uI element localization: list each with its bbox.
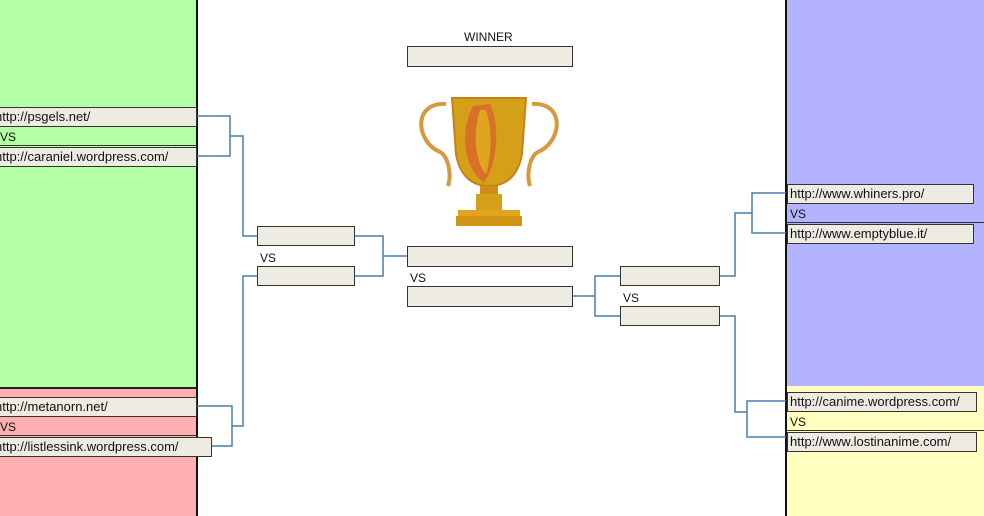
right-match2-divider <box>787 430 984 431</box>
right-divider <box>785 0 787 516</box>
left-match1-vs: VS <box>0 130 17 144</box>
right-match2-vs: VS <box>790 415 807 429</box>
right-match1-top-slot[interactable]: http://www.whiners.pro/ <box>787 184 974 204</box>
left-semi-top-slot[interactable] <box>257 226 355 246</box>
winner-slot[interactable] <box>407 46 573 67</box>
right-match2-bottom-slot[interactable]: http://www.lostinanime.com/ <box>787 432 977 452</box>
right-semi-bottom-slot[interactable] <box>620 306 720 326</box>
right-match2-top-slot[interactable]: http://canime.wordpress.com/ <box>787 392 977 412</box>
right-match1-bottom-slot[interactable]: http://www.emptyblue.it/ <box>787 224 974 244</box>
final-bottom-slot[interactable] <box>407 286 573 307</box>
left-match1-divider <box>0 145 197 146</box>
winner-label: WINNER <box>464 30 513 44</box>
final-vs: VS <box>410 271 427 285</box>
right-match1-vs: VS <box>790 207 807 221</box>
left-match1-bottom-slot[interactable]: http://caraniel.wordpress.com/ <box>0 147 197 167</box>
left-match2-top-slot[interactable]: http://metanorn.net/ <box>0 397 197 417</box>
left-divider <box>196 0 198 516</box>
right-semi-top-slot[interactable] <box>620 266 720 286</box>
left-panel-separator <box>0 387 197 389</box>
left-match2-bottom-slot[interactable]: http://listlessink.wordpress.com/ <box>0 437 212 457</box>
right-match1-divider <box>787 222 984 223</box>
left-match1-top-slot[interactable]: http://psgels.net/ <box>0 107 197 127</box>
left-semi-bottom-slot[interactable] <box>257 266 355 286</box>
right-semi-vs: VS <box>623 291 640 305</box>
left-match2-vs: VS <box>0 420 17 434</box>
left-semi-vs: VS <box>260 251 277 265</box>
trophy-icon <box>419 97 559 226</box>
left-top-panel <box>0 0 196 388</box>
left-match2-divider <box>0 435 197 436</box>
final-top-slot[interactable] <box>407 246 573 267</box>
